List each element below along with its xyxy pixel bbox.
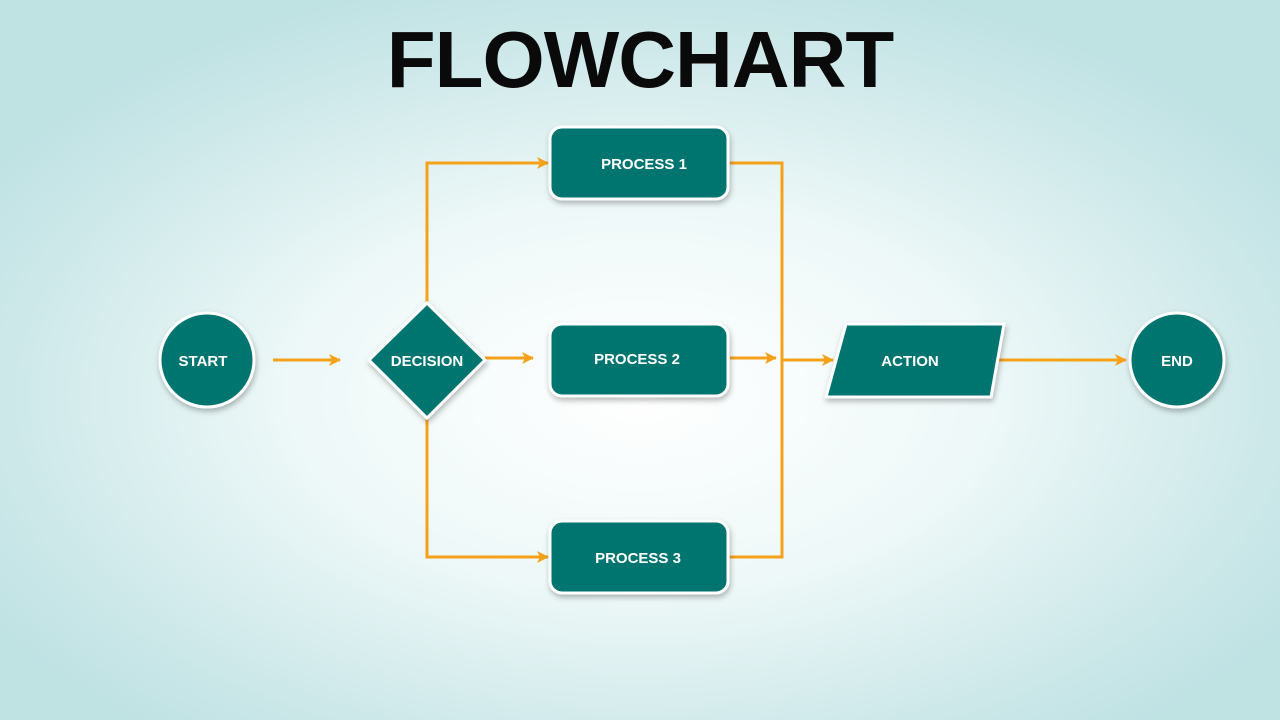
process-2-node [548,322,730,398]
process-2-node-label: PROCESS 2 [594,351,680,368]
decision-node [366,300,488,421]
page-title: FLOWCHART [386,15,894,104]
start-node [158,311,256,409]
process-1-node-label: PROCESS 1 [601,156,687,173]
connector-decision-process1 [425,157,549,305]
connector-process1-merge [730,161,784,360]
process-1-node [548,125,730,201]
decision-node-label: DECISION [391,353,464,370]
action-node-label: ACTION [881,353,939,370]
process-3-node [548,519,730,595]
connectors [273,157,1127,563]
start-node-label: START [179,353,228,370]
end-node [1128,311,1226,409]
connector-process3-merge [730,360,784,559]
action-node [824,322,1006,399]
process-3-node-label: PROCESS 3 [595,550,681,567]
end-node-label: END [1161,353,1193,370]
connector-decision-process3 [425,418,549,563]
